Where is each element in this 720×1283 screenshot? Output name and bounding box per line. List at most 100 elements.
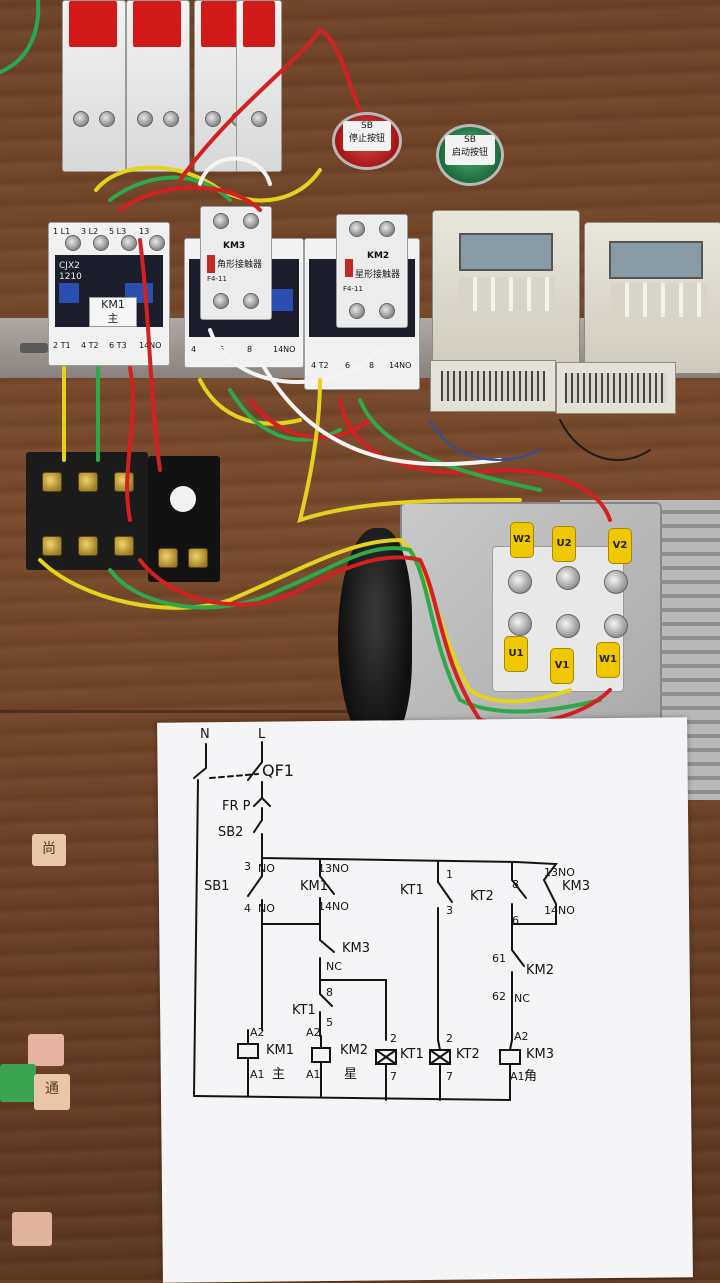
- label-coil-km2: KM2: [340, 1043, 369, 1058]
- km1-bottom-terminal-2: 4 T2: [81, 341, 99, 350]
- pin-a2-km1: A2: [250, 1026, 265, 1039]
- stop-button[interactable]: SB 停止按钮: [332, 112, 402, 170]
- qf1-link: [209, 773, 259, 779]
- km1-top-terminal-4: 13: [139, 227, 150, 236]
- label-qf1: QF1: [262, 761, 294, 780]
- terminal-bolt: [604, 570, 628, 594]
- terminal-screw: [78, 536, 98, 556]
- km2-bottom-terminal-2: 6: [345, 361, 351, 370]
- bottom-rail: [193, 1095, 511, 1101]
- terminal-bolt: [556, 614, 580, 638]
- breaker-pole-4: [236, 0, 282, 172]
- terminal-bolt: [508, 570, 532, 594]
- label-coil-kt1: KT1: [400, 1047, 424, 1062]
- table-chip: [28, 1034, 64, 1066]
- coil-km3: [499, 1039, 521, 1101]
- lug-w1: W1: [596, 642, 620, 678]
- aux-model: F4-11: [207, 275, 227, 283]
- terminal-bolt: [604, 614, 628, 638]
- km2-nc-branch: [511, 923, 525, 1041]
- terminal-screw: [213, 293, 229, 309]
- rail-n: [193, 779, 199, 1097]
- terminal-screw: [158, 548, 178, 568]
- stop-button-text: 停止按钮: [348, 134, 385, 144]
- wire-red: [125, 366, 135, 522]
- pin-3: 3: [244, 860, 251, 873]
- label-kt1-inner: KT1: [292, 1003, 316, 1018]
- no-sb1-bottom: NO: [258, 902, 275, 915]
- breaker-toggle: [69, 1, 117, 47]
- lug-v2: V2: [608, 528, 632, 564]
- terminal-screw: [188, 548, 208, 568]
- terminal-screw: [251, 111, 267, 127]
- stop-button-tag: SB: [361, 121, 373, 131]
- terminal-screw: [205, 111, 221, 127]
- timer-relay-kt1: [432, 210, 580, 372]
- wire-red: [248, 398, 372, 440]
- timer-vent: [441, 371, 545, 401]
- wire-black: [559, 419, 651, 461]
- contactor-indicator: [59, 283, 79, 303]
- label-coil-kt2: KT2: [456, 1047, 480, 1062]
- thermal-overload-relay: [148, 456, 220, 582]
- aux-red-marker: [207, 255, 215, 273]
- aux-model: F4-11: [343, 285, 363, 293]
- lug-u2: U2: [552, 526, 576, 562]
- pin-1: 1: [446, 868, 453, 881]
- label-km3-nc: KM3: [342, 941, 371, 956]
- table-chip: 通: [34, 1074, 70, 1110]
- aux-block-km3: KM3 角形接触器 F4-11: [200, 206, 272, 320]
- km2-bottom-terminal-3: 8: [369, 361, 375, 370]
- nc-km3: NC: [326, 960, 342, 973]
- no-sb1-top: NO: [258, 862, 275, 875]
- timer-relay-kt2: [584, 222, 720, 374]
- aux-block-km2: KM2 星形接触器 F4-11: [336, 214, 408, 328]
- reset-dial[interactable]: [170, 486, 196, 512]
- label-coil-km3: KM3: [526, 1047, 555, 1062]
- label-km1-aux: KM1: [300, 879, 329, 894]
- start-button-text: 启动按钮: [451, 148, 488, 158]
- lug-w2: W2: [510, 522, 534, 558]
- terminal-screw: [73, 111, 89, 127]
- km3-bottom-terminal-4: 14NO: [273, 345, 296, 354]
- lug-v1: V1: [550, 648, 574, 684]
- label-frp: FR P: [222, 799, 251, 814]
- nc-km2: NC: [514, 992, 530, 1005]
- terminal-screw: [349, 221, 365, 237]
- no-km1-bottom: NO: [332, 900, 349, 913]
- km3-nc: [319, 923, 387, 1041]
- terminal-screw: [137, 111, 153, 127]
- start-button[interactable]: SB 启动按钮: [436, 124, 504, 186]
- timer-display: [459, 233, 553, 271]
- terminal-screw: [379, 303, 395, 319]
- wire-red: [118, 185, 262, 212]
- terminal-screw: [121, 235, 137, 251]
- pin-3-kt1: 3: [446, 904, 453, 917]
- terminal-screw: [379, 221, 395, 237]
- breaker-toggle: [133, 1, 181, 47]
- km2-bottom-terminal-4: 14NO: [389, 361, 412, 370]
- no-km1-top: NO: [332, 862, 349, 875]
- pin-a1-km2: A1: [306, 1068, 321, 1081]
- terminal-screw: [213, 213, 229, 229]
- terminal-screw: [149, 235, 165, 251]
- km1-tag-sub: 主: [107, 312, 119, 325]
- no-km3-bottom: NO: [558, 904, 575, 917]
- wire-white: [208, 328, 382, 385]
- terminal-screw: [243, 293, 259, 309]
- pin-5: 5: [326, 1016, 333, 1029]
- pin-a1-km1: A1: [250, 1068, 265, 1081]
- terminal-screw: [243, 213, 259, 229]
- label-kt2-contact: KT2: [470, 889, 494, 904]
- timer-dip-switches[interactable]: [611, 283, 707, 317]
- sb1-branch: [247, 857, 263, 1031]
- terminal-screw: [42, 536, 62, 556]
- pin-14: 14: [318, 900, 332, 913]
- timer-dip-switches[interactable]: [459, 277, 555, 311]
- terminal-block: [26, 452, 148, 570]
- coil-km2: [311, 1035, 331, 1097]
- timer-vent: [565, 373, 667, 403]
- km3-bottom-terminal-3: 8: [247, 345, 253, 354]
